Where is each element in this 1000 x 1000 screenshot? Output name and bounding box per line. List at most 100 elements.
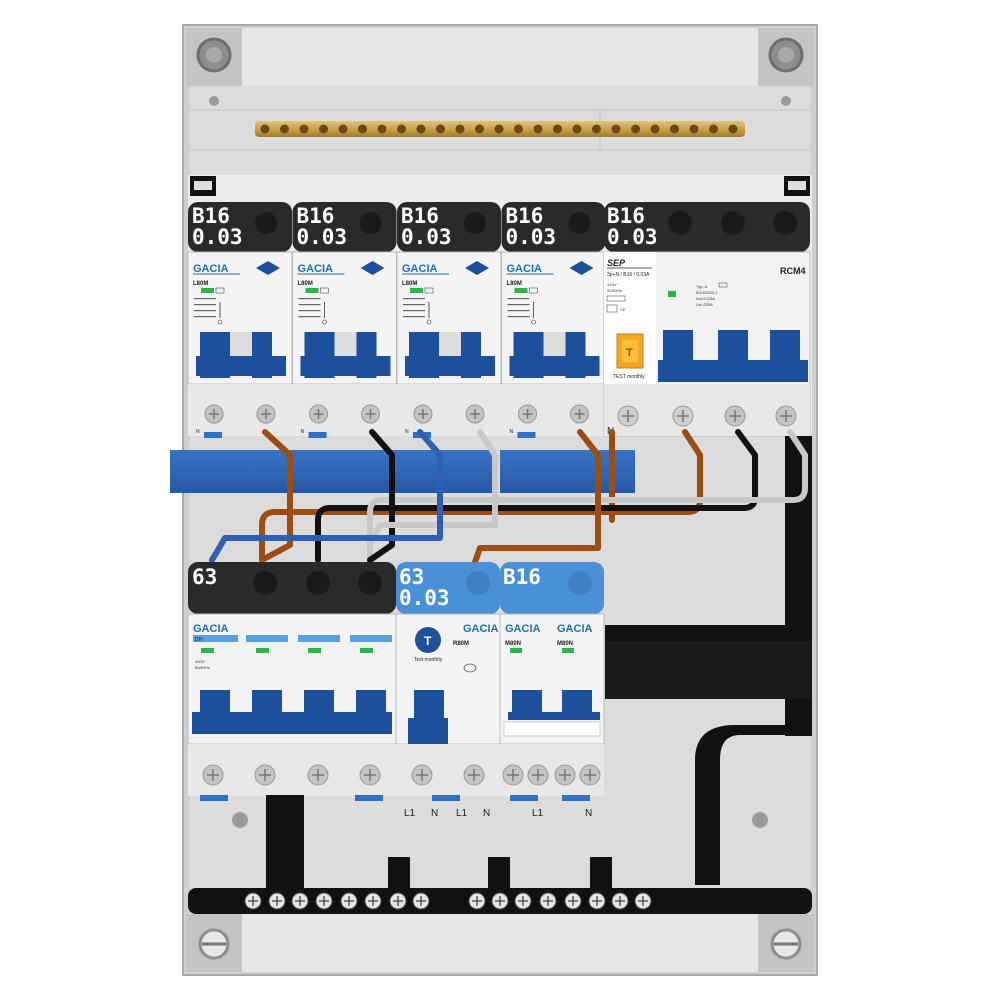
- bottom-n-bars: [188, 795, 812, 914]
- rcm-label: RCM4: [780, 266, 806, 276]
- breaker-rating: B16: [192, 204, 230, 228]
- breaker-sensitivity: 0.03: [401, 225, 452, 249]
- diamond-logo-icon: [569, 261, 594, 275]
- breaker-n-label: N: [301, 429, 305, 435]
- test-button[interactable]: T: [616, 333, 644, 369]
- svg-text:T: T: [424, 634, 432, 648]
- rcbo-rating: B16: [607, 204, 645, 228]
- rcd-model: R80M: [453, 641, 469, 647]
- busbar-screw: [611, 124, 621, 134]
- busbar-screw: [338, 124, 348, 134]
- rcd-63[interactable]: 63 0.03 GACIA R80M T Test monthly: [395, 562, 501, 796]
- rcd-brand: GACIA: [463, 623, 499, 635]
- rcd-term-n-out: N: [483, 808, 490, 819]
- rcm-type: Typ: A: [696, 284, 707, 289]
- breaker-handle[interactable]: [509, 332, 600, 378]
- breaker-rating: B16: [506, 204, 544, 228]
- mcb-term-n: N: [585, 808, 592, 819]
- breaker-rating: B16: [297, 204, 335, 228]
- breaker-sensitivity: 0.03: [192, 225, 243, 249]
- breaker-n-label: N: [510, 429, 514, 435]
- busbar-screw: [494, 124, 504, 134]
- breaker-sensitivity: 0.03: [297, 225, 348, 249]
- mcb-term-l1: L1: [532, 808, 544, 819]
- rcbo-sensitivity: 0.03: [607, 225, 658, 249]
- rcd-sensitivity: 0.03: [399, 586, 450, 610]
- busbar-screw: [514, 124, 523, 134]
- busbar-screw: [650, 124, 660, 134]
- ce-mark: CE: [620, 307, 626, 312]
- breaker-handle[interactable]: [405, 332, 495, 378]
- mounting-holes: [209, 96, 791, 828]
- rcd-term-l1-in: L1: [404, 808, 416, 819]
- corner-screw-bl: [186, 914, 242, 972]
- busbar-screw: [299, 124, 309, 134]
- busbar-screw: [553, 124, 562, 134]
- busbar-screw: [670, 124, 679, 134]
- main-switch-handle[interactable]: [192, 690, 392, 734]
- rcbo-freq: 50/60Hz: [607, 288, 622, 293]
- busbar-screw: [358, 124, 367, 134]
- black-right-bars: [605, 436, 812, 885]
- mcb-b16-2p[interactable]: B16 GACIA GACIA M80N M80N: [499, 562, 605, 796]
- breaker-sensitivity: 0.03: [506, 225, 557, 249]
- breaker-brand: GACIA: [193, 263, 229, 275]
- main-switch-freq: 50/60Hz: [195, 665, 210, 670]
- mcb-model-2: M80N: [557, 641, 573, 647]
- main-switch-rating: 63: [192, 565, 217, 589]
- rcbo-handle[interactable]: [658, 330, 808, 382]
- busbar-screw: [709, 124, 718, 134]
- rcd-test-label: Test monthly: [414, 657, 443, 663]
- diamond-logo-icon: [465, 261, 489, 275]
- breaker-rating: B16: [401, 204, 439, 228]
- bottom-terminal-labels: L1 N L1 N L1 N: [404, 808, 592, 819]
- breaker-n-label: N: [196, 429, 200, 435]
- breaker-model: L80M: [298, 281, 313, 287]
- main-switch-4p[interactable]: 63 GACIA DH 400V~ 50/60Hz: [187, 562, 397, 796]
- busbar-screw: [416, 124, 426, 134]
- busbar-screw: [319, 124, 328, 134]
- busbar-screw: [728, 124, 738, 134]
- breaker-n-label: N: [405, 429, 409, 435]
- busbar-screw: [260, 124, 270, 134]
- busbar-screw: [397, 124, 406, 134]
- busbar-screw: [436, 124, 445, 134]
- diamond-logo-icon: [360, 261, 385, 275]
- breaker-handle[interactable]: [196, 332, 286, 378]
- busbar-screw: [475, 124, 484, 134]
- breaker-brand: GACIA: [298, 263, 334, 275]
- busbar-screw: [572, 124, 582, 134]
- busbar-screw: [592, 124, 601, 134]
- corner-screw-tr: [758, 28, 814, 86]
- rcbo-voltage: 415V~: [607, 282, 619, 287]
- rcd-term-l1-out: L1: [456, 808, 468, 819]
- busbar-screw: [377, 124, 387, 134]
- mcb-brand-1: GACIA: [505, 623, 541, 635]
- breaker-handle[interactable]: [300, 332, 391, 378]
- rcbo-spec: 3p+N / B16 / 0.03A: [607, 272, 650, 278]
- rcm-std: IEC62020-1: [696, 290, 718, 295]
- main-switch-voltage: 400V~: [195, 659, 207, 664]
- breaker-model: L80M: [402, 281, 417, 287]
- diamond-logo-icon: [256, 261, 280, 275]
- rcbo-3pn[interactable]: B16 0.03 SEP 3p+N / B16 / 0.03A 415V~ 50…: [603, 202, 811, 437]
- mcb-handle[interactable]: [508, 690, 600, 720]
- main-switch-brand: GACIA: [193, 623, 229, 635]
- wiring: [209, 429, 808, 568]
- main-switch-model: DH: [195, 637, 203, 643]
- busbar-screw: [689, 124, 699, 134]
- svg-text:T: T: [626, 347, 633, 359]
- earth-busbar: [255, 121, 745, 137]
- busbar-screw: [280, 124, 289, 134]
- rcd-test-button[interactable]: T: [415, 627, 441, 653]
- mcb-model-1: M80N: [505, 641, 521, 647]
- busbar-screw: [631, 124, 640, 134]
- corner-screw-br: [758, 914, 814, 972]
- rcm-voltage: Un=230A: [696, 302, 713, 307]
